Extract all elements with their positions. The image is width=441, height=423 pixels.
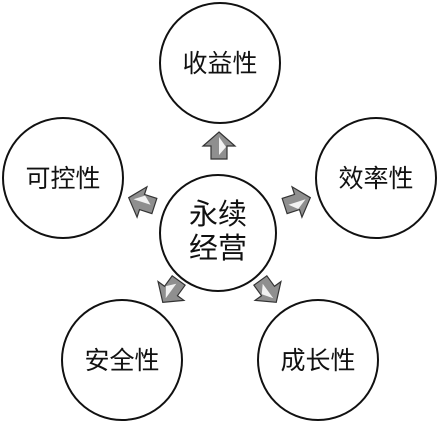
node-right-label: 效率性 [338, 164, 413, 193]
arrow-to-bottom-left [157, 274, 186, 303]
node-left-label: 可控性 [25, 164, 100, 193]
arrow-to-top [201, 131, 237, 160]
node-right: 效率性 [315, 117, 437, 239]
node-right-circle [315, 117, 437, 239]
arrow-to-right [281, 185, 312, 219]
center-node: 永续 经营 [159, 174, 277, 292]
center-label-line1: 永续 [189, 197, 247, 231]
node-left: 可控性 [2, 117, 124, 239]
center-label-line2: 经营 [189, 231, 247, 265]
arrow-to-bottom-right [253, 274, 282, 303]
node-bottom-right-circle [257, 299, 379, 421]
arrow-to-left [127, 185, 158, 219]
node-top: 收益性 [159, 2, 281, 124]
node-bottom-left-circle [61, 299, 183, 421]
node-left-circle [2, 117, 124, 239]
center-circle [159, 174, 277, 292]
node-bottom-right: 成长性 [257, 299, 379, 421]
node-top-circle [159, 2, 281, 124]
node-bottom-left: 安全性 [61, 299, 183, 421]
node-bottom-left-label: 安全性 [84, 346, 159, 375]
node-top-label: 收益性 [182, 49, 257, 78]
node-bottom-right-label: 成长性 [280, 346, 355, 375]
